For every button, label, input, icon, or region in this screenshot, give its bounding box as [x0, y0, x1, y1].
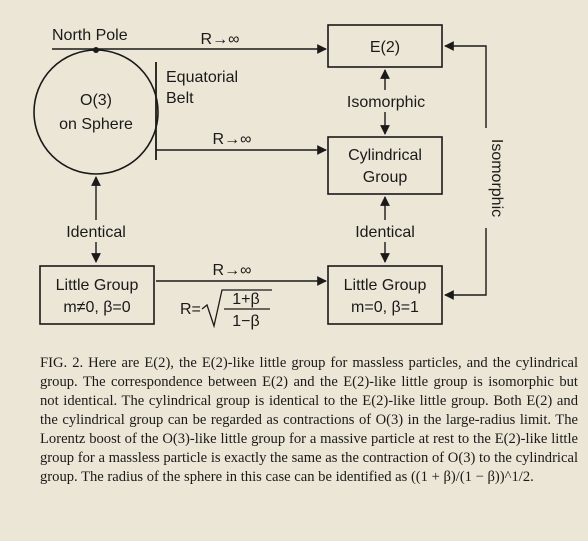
limit-label-middle: R→∞: [213, 131, 252, 148]
e2-box: [327, 24, 443, 68]
sphere-label-line2: on Sphere: [59, 116, 133, 133]
little-group-massive-line1: Little Group: [56, 277, 139, 294]
little-group-massless-box: [327, 265, 443, 325]
north-pole-label: North Pole: [52, 27, 128, 44]
limit-label-bottom: R→∞: [213, 262, 252, 279]
sphere-label-line1: O(3): [80, 92, 112, 109]
group-contraction-diagram: North Pole O(3) on Sphere Equatorial Bel…: [33, 24, 505, 330]
little-group-massive-box: [39, 265, 155, 325]
cylindrical-label-line2: Group: [363, 169, 408, 186]
isomorphic-label-center: Isomorphic: [347, 94, 425, 111]
north-pole-dot: [93, 47, 99, 53]
caption-text: FIG. 2. Here are E(2), the E(2)-like lit…: [40, 355, 578, 485]
little-group-massless-line1: Little Group: [344, 277, 427, 294]
radius-sqrt-sign: [201, 289, 272, 329]
little-group-massless-line2: m=0, β=1: [351, 299, 419, 316]
equatorial-label-line2: Belt: [166, 90, 194, 107]
radius-numerator: 1+β: [232, 291, 259, 308]
equatorial-label-line1: Equatorial: [166, 69, 238, 86]
identical-label-center: Identical: [355, 224, 415, 241]
limit-label-top: R→∞: [201, 31, 240, 48]
radius-denominator: 1−β: [232, 313, 259, 330]
little-group-massive-line2: m≠0, β=0: [63, 299, 130, 316]
identical-label-left: Identical: [66, 224, 126, 241]
cylindrical-box: [327, 136, 443, 195]
sphere-circle: [33, 49, 159, 175]
isomorphic-label-right: Isomorphic: [488, 139, 505, 217]
figure-caption: FIG. 2. Here are E(2), the E(2)-like lit…: [40, 354, 578, 487]
cylindrical-label-line1: Cylindrical: [348, 147, 422, 164]
e2-label: E(2): [370, 39, 400, 56]
radius-prefix: R=: [180, 301, 201, 318]
